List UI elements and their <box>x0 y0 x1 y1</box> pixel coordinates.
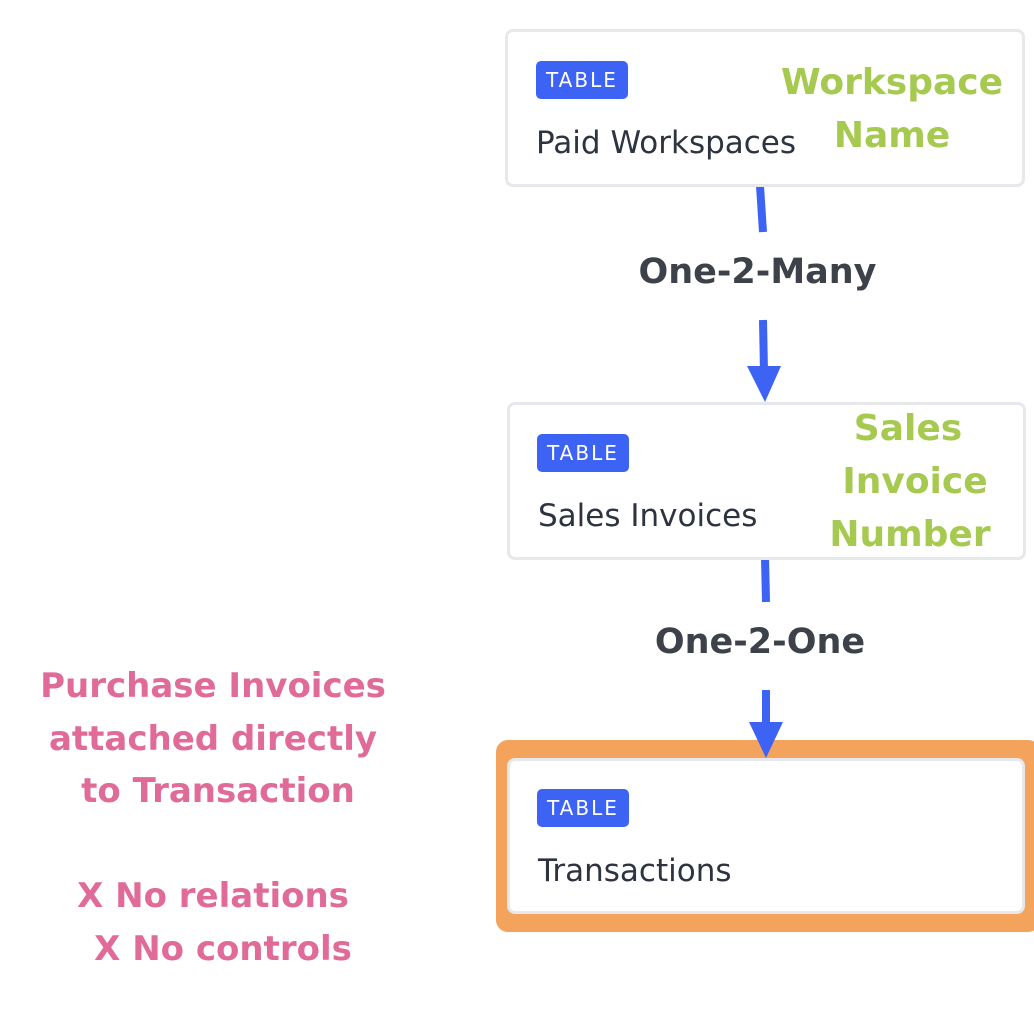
annotation-line: Workspace <box>780 62 1004 103</box>
side-note-purchase-invoices: Purchase Invoices attached directly to T… <box>18 660 408 975</box>
side-note-line: X No relations <box>77 876 349 916</box>
side-note-line: X No controls <box>94 928 352 969</box>
annotation-line: Name <box>833 115 951 156</box>
connector-1-arrowhead <box>747 366 781 402</box>
table-title: Sales Invoices <box>538 498 758 534</box>
table-node-transactions[interactable]: TABLE Transactions <box>507 758 1025 914</box>
table-node-paid-workspaces[interactable]: TABLE Paid Workspaces <box>505 29 1025 187</box>
side-note-line: attached directly <box>48 718 378 759</box>
connector-1-upper <box>756 185 767 233</box>
annotation-line: Invoice <box>842 461 988 502</box>
table-badge: TABLE <box>537 789 629 827</box>
connector-2-arrowhead <box>749 722 783 758</box>
annotation-sales-invoice-number: Sales Invoice Number <box>820 402 1010 561</box>
table-title: Transactions <box>538 853 732 889</box>
connector-2-upper <box>761 557 770 603</box>
side-note-spacer <box>18 818 408 871</box>
table-badge: TABLE <box>536 61 628 99</box>
annotation-workspace-name: Workspace Name <box>776 56 1008 162</box>
relation-label-one-to-many: One-2-Many <box>638 252 877 292</box>
annotation-line: Sales <box>853 408 963 449</box>
side-note-line: to Transaction <box>81 771 355 811</box>
table-badge: TABLE <box>537 434 629 472</box>
relation-label-one-to-one: One-2-One <box>654 622 866 662</box>
annotation-line: Number <box>829 514 991 555</box>
side-note-line: Purchase Invoices <box>40 666 386 706</box>
table-title: Paid Workspaces <box>536 125 797 161</box>
table-node-sales-invoices[interactable]: TABLE Sales Invoices <box>507 402 1026 560</box>
connector-1-lower <box>759 319 768 373</box>
